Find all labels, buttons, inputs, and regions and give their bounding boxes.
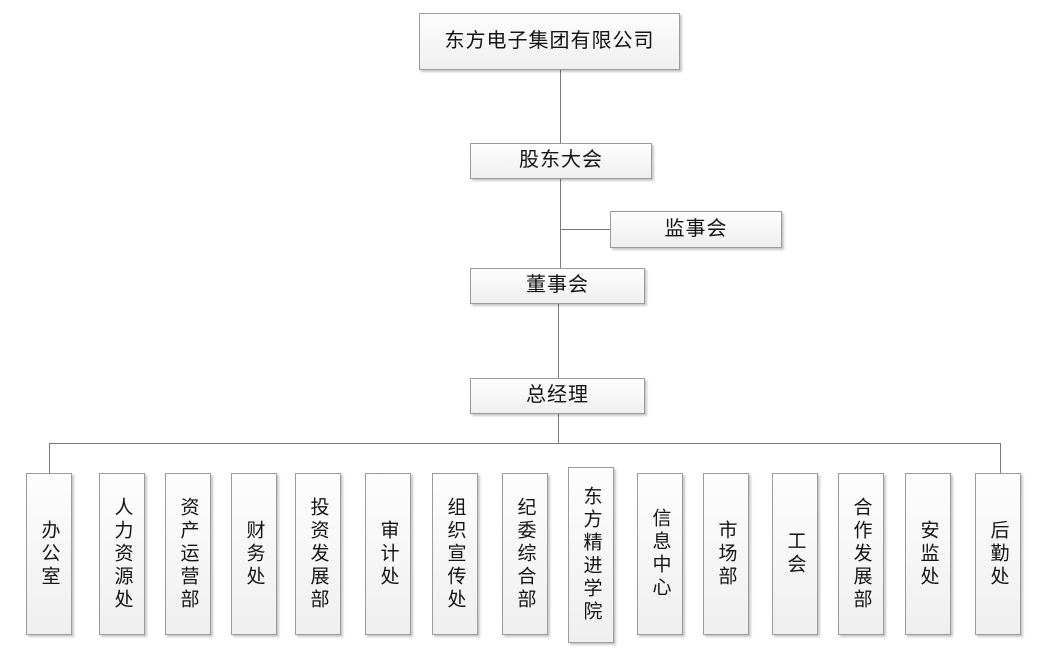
node-general-manager[interactable]: 总经理 [470, 378, 645, 414]
node-company-root[interactable]: 东方电子集团有限公司 [419, 13, 680, 70]
node-department-dongfang-academy[interactable]: 东方精进学院 [568, 467, 614, 643]
node-shareholders-meeting[interactable]: 股东大会 [470, 143, 652, 179]
node-label: 信息中心 [649, 508, 671, 600]
node-label: 财务处 [243, 519, 265, 589]
node-label: 后勤处 [987, 519, 1009, 589]
connector-board-to-gm [558, 303, 559, 378]
node-label: 合作发展部 [850, 496, 872, 612]
node-label: 董事会 [526, 274, 589, 297]
node-department-labor-union[interactable]: 工会 [772, 473, 818, 635]
node-board-of-supervisors[interactable]: 监事会 [610, 211, 782, 248]
connector-bus-to-first-dept [49, 443, 50, 474]
node-department-office[interactable]: 办公室 [26, 473, 72, 635]
node-department-information-center[interactable]: 信息中心 [637, 473, 683, 635]
node-label: 安监处 [917, 519, 939, 589]
node-label: 组织宣传处 [444, 496, 466, 612]
node-label: 东方精进学院 [580, 486, 602, 624]
connector-department-bus [49, 443, 1001, 444]
node-department-cooperation-development[interactable]: 合作发展部 [838, 473, 884, 635]
node-board-of-directors[interactable]: 董事会 [470, 268, 645, 304]
node-department-audit[interactable]: 审计处 [365, 473, 411, 635]
node-department-investment-development[interactable]: 投资发展部 [295, 473, 341, 635]
node-department-discipline-inspection[interactable]: 纪委综合部 [502, 473, 548, 635]
node-department-logistics[interactable]: 后勤处 [975, 473, 1021, 635]
node-label: 办公室 [38, 519, 60, 589]
node-label: 纪委综合部 [514, 496, 536, 612]
node-label: 工会 [784, 531, 806, 577]
connector-bus-to-last-dept [1000, 443, 1001, 474]
node-label: 人力资源处 [111, 496, 133, 612]
node-label: 资产运营部 [177, 496, 199, 612]
node-label: 审计处 [377, 519, 399, 589]
node-department-human-resources[interactable]: 人力资源处 [99, 473, 145, 635]
node-label: 东方电子集团有限公司 [444, 29, 655, 52]
connector-shareholders-to-board [560, 178, 561, 268]
node-label: 总经理 [526, 384, 589, 407]
node-label: 市场部 [715, 519, 737, 589]
connector-gm-to-bus [558, 413, 559, 444]
node-department-safety-supervision[interactable]: 安监处 [905, 473, 951, 635]
node-department-asset-operations[interactable]: 资产运营部 [165, 473, 211, 635]
node-label: 投资发展部 [307, 496, 329, 612]
connector-to-supervisors [560, 229, 610, 230]
node-department-finance[interactable]: 财务处 [231, 473, 277, 635]
node-label: 股东大会 [519, 149, 603, 172]
connector-root-to-shareholders [560, 70, 561, 143]
node-label: 监事会 [664, 217, 728, 240]
node-department-marketing[interactable]: 市场部 [703, 473, 749, 635]
node-department-organization-publicity[interactable]: 组织宣传处 [432, 473, 478, 635]
